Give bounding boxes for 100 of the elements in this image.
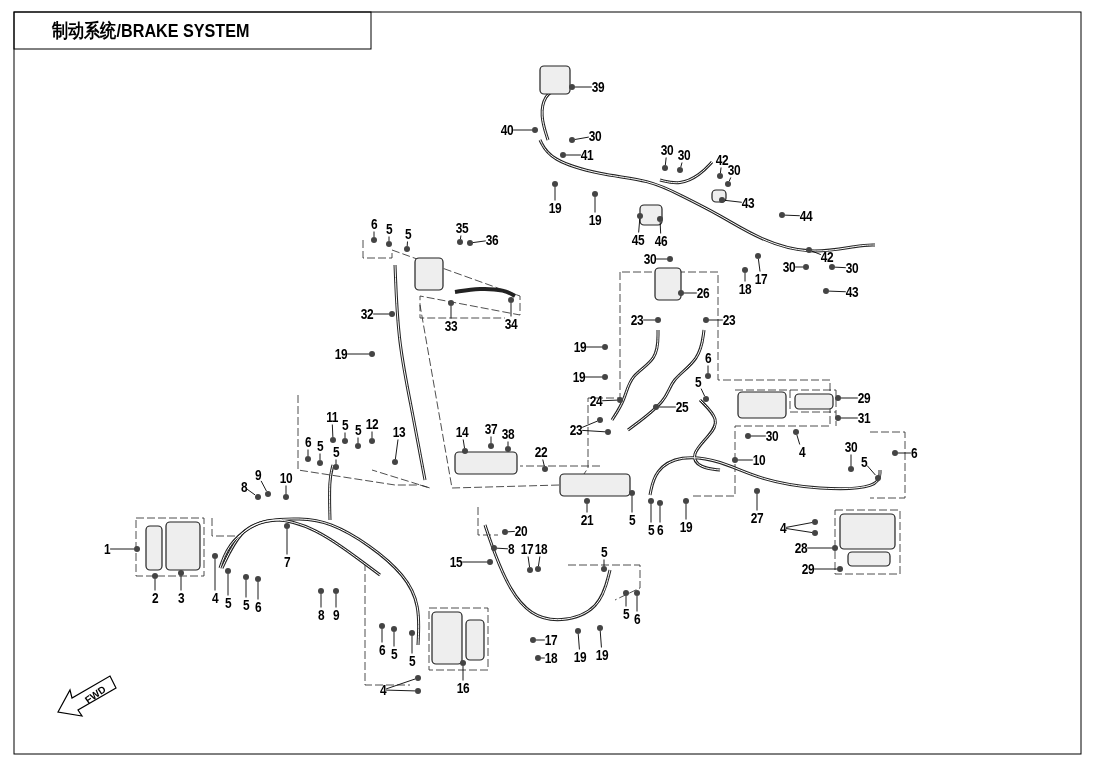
leader-line [461,561,488,563]
leader-line [659,221,662,234]
part-dot [467,240,473,246]
part-dot [683,498,689,504]
callout-number: 16 [456,680,470,696]
part-dot [835,395,841,401]
part-dot [535,566,541,572]
leader-line [574,136,590,140]
part-dot [333,464,339,470]
leader-line [650,503,652,523]
callout-number: 24 [589,393,603,409]
callout-number: 42 [715,152,729,168]
part-dot [623,590,629,596]
callout-number: 22 [534,444,548,460]
part-dot [369,351,375,357]
part-dot [677,167,683,173]
part-dot [460,660,466,666]
part-dot [569,84,575,90]
callout-number: 5 [404,226,412,242]
callout-number: 5 [694,374,702,390]
callout-number: 6 [910,445,918,461]
callout-number: 30 [588,128,602,144]
leader-line [388,236,390,242]
leader-line [700,388,706,397]
callout-number: 18 [534,541,548,557]
leader-line [796,434,801,445]
leader-line [744,272,746,282]
part-dot [369,438,375,444]
part-dot [779,212,785,218]
callout-number: 29 [801,561,815,577]
callout-number: 5 [390,646,398,662]
callout-number: 17 [754,271,768,287]
leader-line [346,353,370,355]
callout-number: 26 [696,285,710,301]
part-dot [415,675,421,681]
leader-line [594,196,596,213]
leader-line [638,218,641,233]
leader-line [707,365,709,374]
leader-line [394,439,399,460]
callout-number: 39 [591,79,605,95]
callout-number: 19 [679,519,693,535]
part-dot [243,574,249,580]
leader-line [109,548,135,550]
part-dot [389,311,395,317]
callout-number: 5 [622,606,630,622]
callout-number: 23 [630,312,644,328]
leader-line [750,435,767,437]
part-dot [848,466,854,472]
part-dot [892,450,898,456]
leader-line [806,547,833,549]
callout-number: 11 [326,409,338,425]
part-dot [542,466,548,472]
leader-line [811,250,822,256]
part-dot [705,373,711,379]
callout-number: 6 [704,350,712,366]
leader-line [834,266,847,269]
part-dot [829,264,835,270]
part-dot [371,237,377,243]
part-dot [637,213,643,219]
part-dot [812,519,818,525]
part-dot [462,448,468,454]
leader-line [655,258,668,260]
leader-line [319,453,321,461]
leader-line [257,581,259,600]
part-dot [569,137,575,143]
callout-number: 6 [370,216,378,232]
leader-line [385,689,416,692]
leader-line [462,439,465,449]
callout-number: 5 [242,597,250,613]
callout-number: 17 [520,541,534,557]
leader-line [866,465,876,476]
leader-line [636,595,638,612]
part-dot [284,523,290,529]
part-dot [657,216,663,222]
callout-number: 18 [544,650,558,666]
leader-line [472,240,487,244]
part-dot [803,264,809,270]
part-dot [487,559,493,565]
part-dot [391,626,397,632]
callout-number: 30 [727,162,741,178]
callout-number: 42 [820,249,834,265]
leader-line [320,593,322,608]
leader-line [371,431,373,439]
part-dot [502,529,508,535]
leader-line [601,399,618,402]
part-dot [212,553,218,559]
part-dot [575,628,581,634]
leader-line [490,436,492,444]
part-dot [535,655,541,661]
part-dot [225,568,231,574]
part-dot [793,429,799,435]
leader-line [538,556,541,567]
callout-number: 38 [501,426,515,442]
callout-number: 29 [857,390,871,406]
callout-number: 10 [752,452,766,468]
part-dot [678,290,684,296]
part-dot [602,344,608,350]
part-dot [725,181,731,187]
callout-number: 17 [544,632,558,648]
part-dot [667,256,673,262]
